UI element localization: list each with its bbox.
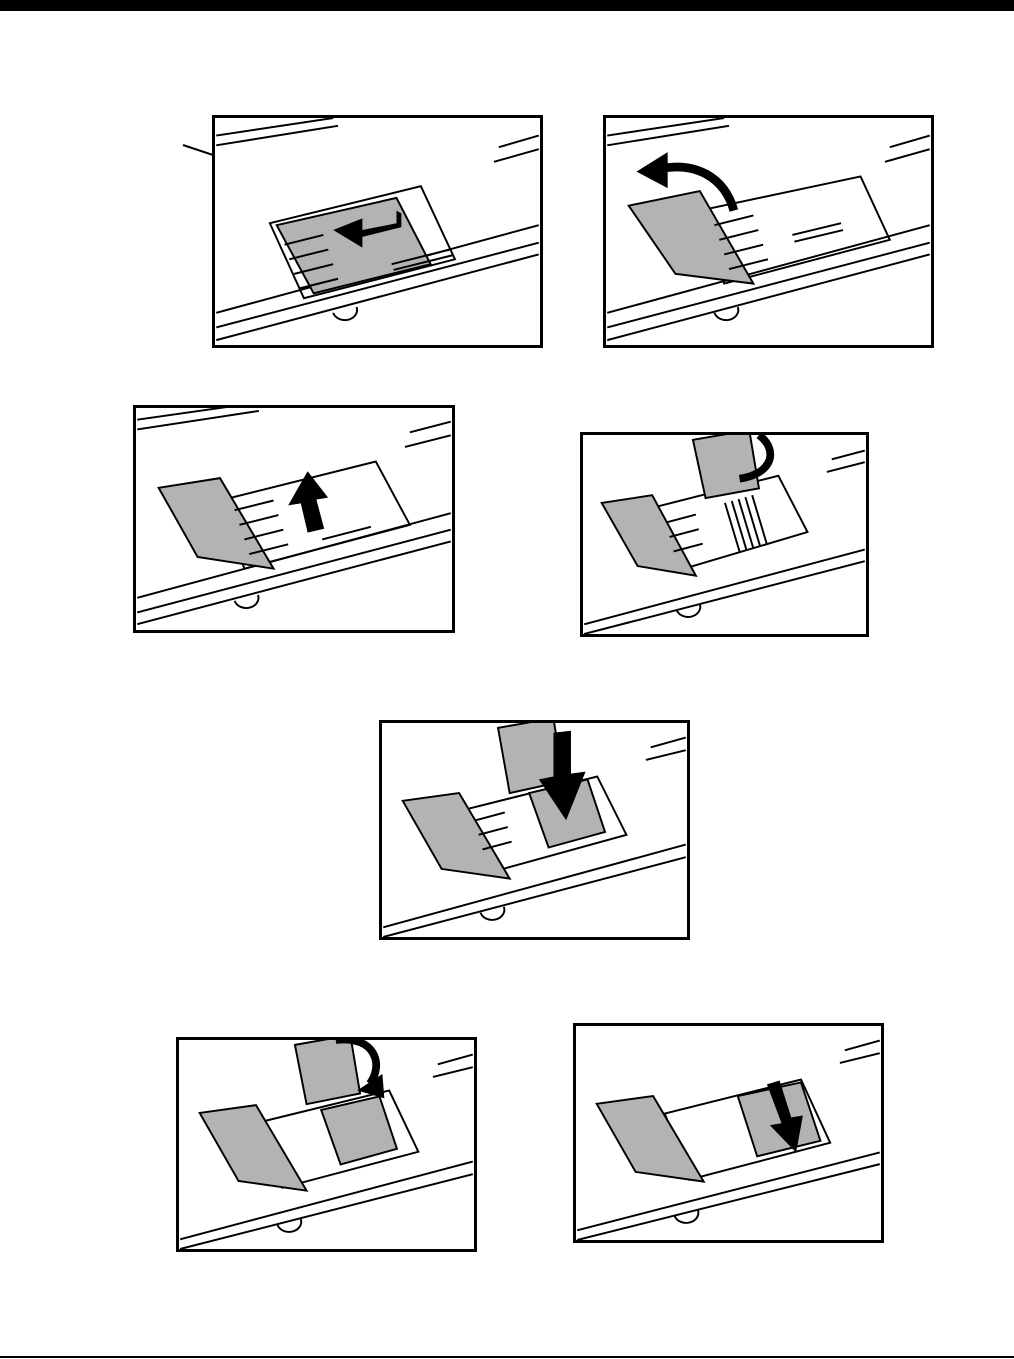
top-rule bbox=[0, 0, 1014, 11]
figure-step-1 bbox=[212, 115, 543, 348]
figure-step-6 bbox=[176, 1037, 477, 1252]
figure-step-3 bbox=[133, 405, 455, 633]
figure-step-4 bbox=[580, 432, 869, 637]
slide-up-arrow bbox=[288, 471, 328, 532]
sim-door-closed-illustration bbox=[215, 118, 540, 345]
figure-step-7 bbox=[573, 1023, 884, 1243]
bottom-rule bbox=[0, 1356, 1014, 1358]
figure-step-2 bbox=[603, 115, 934, 348]
raised-holder bbox=[693, 435, 759, 498]
figure-step-5 bbox=[379, 720, 690, 940]
